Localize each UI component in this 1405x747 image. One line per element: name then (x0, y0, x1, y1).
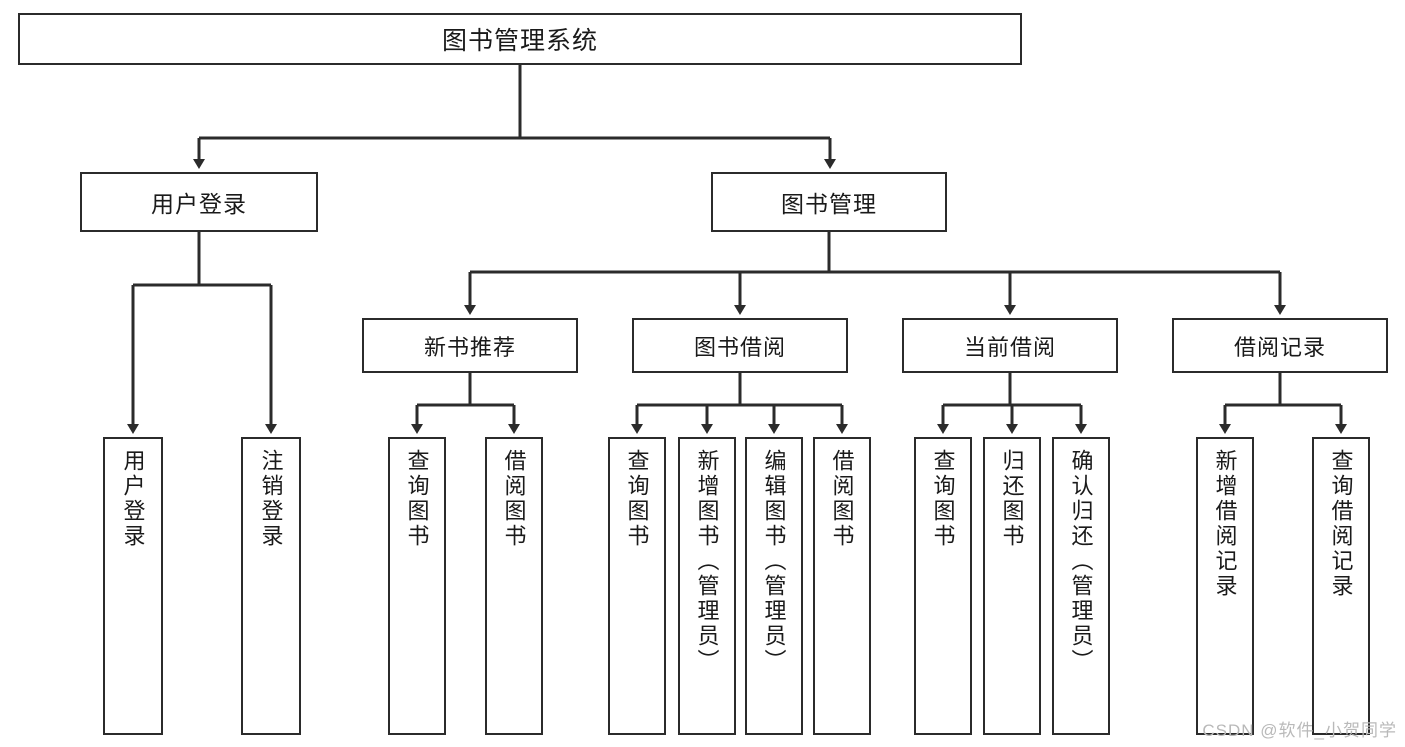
node-borrow-record-label: 借阅记录 (1233, 334, 1326, 360)
leaf-node[interactable]: 注销登录 (241, 437, 301, 735)
leaf-node-label: 借阅图书 (501, 449, 527, 549)
leaf-node[interactable]: 查询借阅记录 (1312, 437, 1370, 735)
leaf-node-label: 新增借阅记录 (1212, 449, 1238, 599)
node-current-borrow[interactable]: 当前借阅 (902, 318, 1118, 373)
node-user-login[interactable]: 用户登录 (80, 172, 318, 232)
leaf-node-label: 查询图书 (624, 449, 650, 549)
node-book-management[interactable]: 图书管理 (711, 172, 947, 232)
leaf-node[interactable]: 查询图书 (388, 437, 446, 735)
leaf-node-label: 新增图书（管理员） (694, 449, 720, 674)
node-current-borrow-label: 当前借阅 (963, 334, 1056, 360)
leaf-node[interactable]: 新增借阅记录 (1196, 437, 1254, 735)
node-new-book-recommend[interactable]: 新书推荐 (362, 318, 578, 373)
leaf-node-label: 归还图书 (999, 449, 1025, 549)
leaf-node[interactable]: 借阅图书 (813, 437, 871, 735)
leaf-node[interactable]: 用户登录 (103, 437, 163, 735)
node-root[interactable]: 图书管理系统 (18, 13, 1022, 65)
leaf-node-label: 用户登录 (120, 449, 146, 549)
leaf-node[interactable]: 确认归还（管理员） (1052, 437, 1110, 735)
leaf-node-label: 查询借阅记录 (1328, 449, 1354, 599)
csdn-watermark: CSDN @软件_小贺同学 (1202, 721, 1397, 740)
node-borrow-record[interactable]: 借阅记录 (1172, 318, 1388, 373)
node-new-book-recommend-label: 新书推荐 (423, 334, 516, 360)
leaf-node[interactable]: 新增图书（管理员） (678, 437, 736, 735)
leaf-node-label: 编辑图书（管理员） (761, 449, 787, 674)
leaf-node[interactable]: 查询图书 (914, 437, 972, 735)
leaf-node-label: 借阅图书 (829, 449, 855, 549)
node-book-borrow-label: 图书借阅 (693, 334, 786, 360)
leaf-node-label: 查询图书 (930, 449, 956, 549)
leaf-node[interactable]: 借阅图书 (485, 437, 543, 735)
node-root-label: 图书管理系统 (441, 27, 598, 55)
leaf-node[interactable]: 编辑图书（管理员） (745, 437, 803, 735)
leaf-node-label: 注销登录 (258, 449, 284, 549)
node-book-management-label: 图书管理 (781, 191, 877, 217)
leaf-node-label: 查询图书 (404, 449, 430, 549)
leaf-node[interactable]: 归还图书 (983, 437, 1041, 735)
leaf-node[interactable]: 查询图书 (608, 437, 666, 735)
node-user-login-label: 用户登录 (151, 191, 247, 217)
node-book-borrow[interactable]: 图书借阅 (632, 318, 848, 373)
leaf-node-label: 确认归还（管理员） (1068, 449, 1094, 674)
